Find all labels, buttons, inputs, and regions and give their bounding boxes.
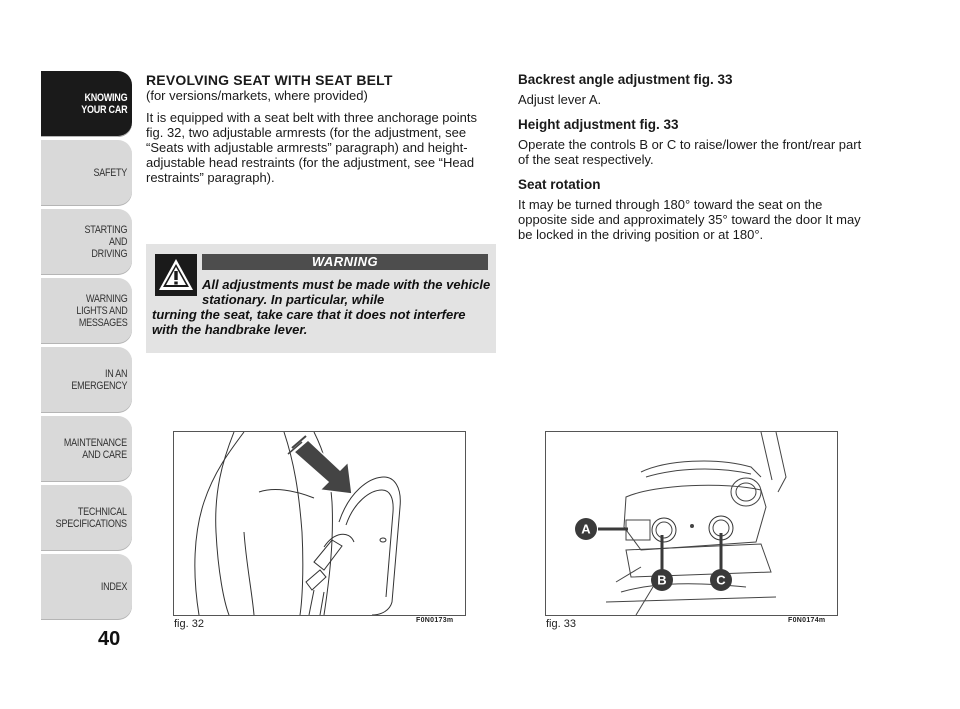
tab-technical-specifications[interactable]: TECHNICAL SPECIFICATIONS xyxy=(41,485,132,551)
backrest-text: Adjust lever A. xyxy=(518,92,602,107)
tab-warning-lights[interactable]: WARNING LIGHTS AND MESSAGES xyxy=(41,278,132,344)
figure-33-caption: fig. 33 xyxy=(546,618,576,630)
section-subtitle: (for versions/markets, where provided) xyxy=(146,88,368,103)
tab-in-an-emergency[interactable]: IN AN EMERGENCY xyxy=(41,347,132,413)
left-column: REVOLVING SEAT WITH SEAT BELT (for versi… xyxy=(146,72,496,195)
seat-controls-illustration: A B C xyxy=(575,431,787,616)
warning-text-line1: All adjustments must be made with the ve… xyxy=(202,277,491,307)
tab-label: IN AN EMERGENCY xyxy=(71,368,128,392)
tab-label: TECHNICAL SPECIFICATIONS xyxy=(56,506,128,530)
page-number: 40 xyxy=(98,628,121,650)
warning-triangle-icon xyxy=(155,254,197,296)
height-heading: Height adjustment fig. 33 xyxy=(518,117,679,132)
tab-maintenance-and-care[interactable]: MAINTENANCE AND CARE xyxy=(41,416,132,482)
seat-description: It is equipped with a seat belt with thr… xyxy=(146,110,477,185)
height-text: Operate the controls B or C to raise/low… xyxy=(518,137,862,167)
arrow-icon xyxy=(287,435,353,495)
callout-a xyxy=(575,518,597,540)
figure-32-caption: fig. 32 xyxy=(174,618,204,630)
callout-b-label: B xyxy=(657,573,666,588)
rotation-heading: Seat rotation xyxy=(518,177,601,192)
backrest-heading: Backrest angle adjustment fig. 33 xyxy=(518,72,733,87)
tab-label: WARNING LIGHTS AND MESSAGES xyxy=(75,293,128,329)
tab-label: STARTING AND DRIVING xyxy=(84,224,128,260)
right-column: Backrest angle adjustment fig. 33 Adjust… xyxy=(518,72,868,252)
tab-label: INDEX xyxy=(100,581,128,593)
tab-label: KNOWING YOUR CAR xyxy=(80,92,128,116)
callout-c xyxy=(710,569,732,591)
warning-text: All adjustments must be made with the ve… xyxy=(152,277,492,337)
rotation-text: It may be turned through 180° toward the… xyxy=(518,197,861,242)
callout-c-label: C xyxy=(716,573,726,588)
figure-32 xyxy=(173,431,466,616)
warning-text-rest: turning the seat, take care that it does… xyxy=(152,307,466,337)
tab-safety[interactable]: SAFETY xyxy=(41,140,132,206)
figure-33: A B C xyxy=(545,431,838,616)
callout-b xyxy=(651,569,673,591)
warning-label: WARNING xyxy=(202,254,488,270)
figure-32-code: F0N0173m xyxy=(416,617,454,624)
tab-starting-and-driving[interactable]: STARTING AND DRIVING xyxy=(41,209,132,275)
section-title: REVOLVING SEAT WITH SEAT BELT xyxy=(146,72,393,88)
tab-label: SAFETY xyxy=(93,167,128,179)
tab-index[interactable]: INDEX xyxy=(41,554,132,620)
seat-belt-illustration xyxy=(194,431,401,616)
figure-33-code: F0N0174m xyxy=(788,617,826,624)
callout-a-label: A xyxy=(581,522,591,537)
tab-label: MAINTENANCE AND CARE xyxy=(64,437,128,461)
tab-knowing-your-car[interactable]: KNOWING YOUR CAR xyxy=(41,71,132,137)
warning-box: WARNING All adjustments must be made wit… xyxy=(146,244,496,353)
